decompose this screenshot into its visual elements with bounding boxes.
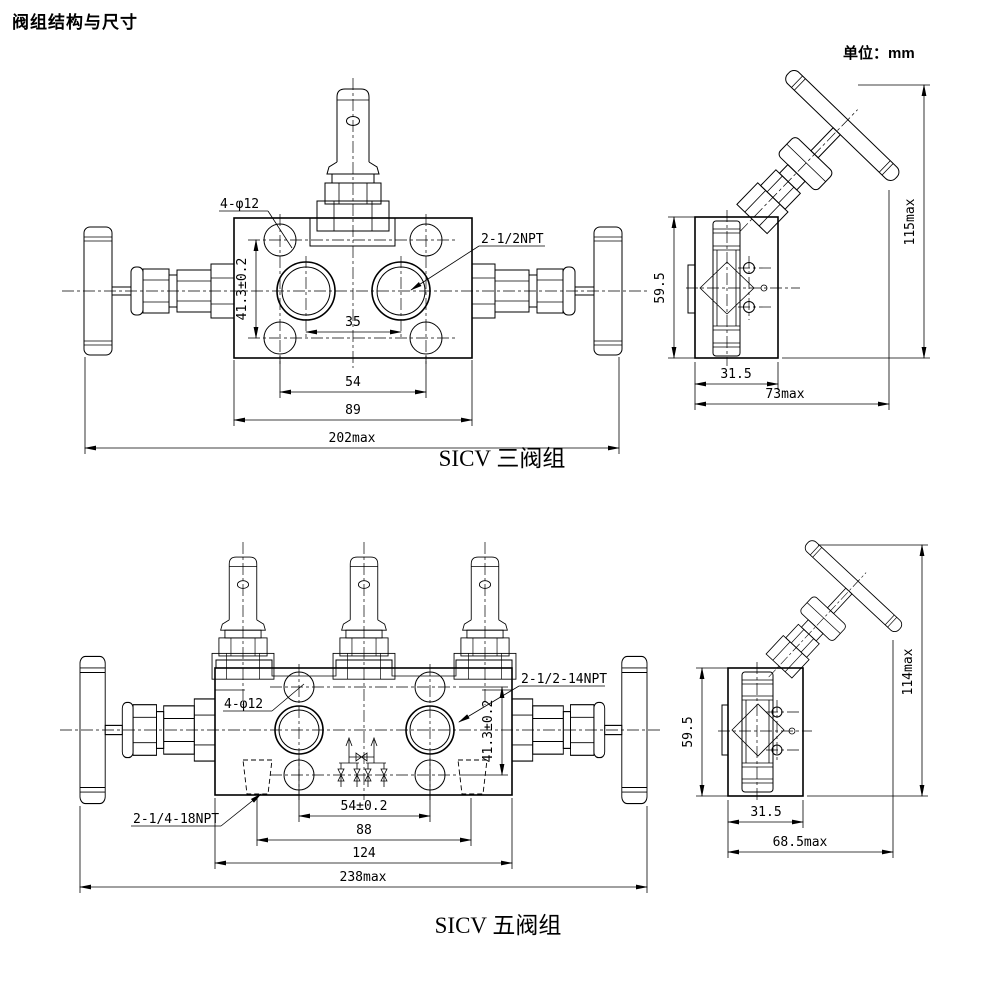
dim-body-width: 124 (352, 846, 376, 861)
dim-side-height-max: 115max (903, 198, 918, 245)
valve-pad (335, 659, 393, 669)
isolate-valve (211, 556, 275, 680)
bolt-hole (409, 321, 443, 355)
side-tab (687, 264, 696, 314)
dim-side-height-max: 114max (901, 648, 916, 695)
port-thread-label: 2-1/2NPT (481, 232, 544, 247)
dim-bottom-port-spacing: 88 (356, 823, 372, 838)
dim-bolt-spacing: 54 (345, 375, 361, 390)
three-valve-front-view: 41.3±0.2 35 54 89 202max 4-φ12 (62, 78, 648, 454)
bolt-hole-label: 4-φ12 (220, 197, 259, 212)
five-valve-manifold-drawing: 41.3±0.2 54±0.2 88 124 238max 4-φ12 (60, 529, 928, 938)
three-valve-side-view: 59.5 31.5 73max 115max (653, 57, 930, 410)
page-title: 阀组结构与尺寸 (12, 13, 138, 32)
dim-overall-width: 238max (340, 870, 387, 885)
process-port (276, 261, 336, 321)
hidden-bottom-port (242, 759, 273, 795)
port-thread-label: 2-1/2-14NPT (521, 672, 607, 687)
manifold-body-side (694, 216, 779, 359)
valve-pad (455, 659, 513, 669)
bore-tube (712, 220, 741, 357)
process-port (405, 705, 455, 755)
bottom-port-thread-label: 2-1/4-18NPT (133, 812, 219, 827)
angled-needle-valve (722, 529, 913, 721)
equalize-valve (332, 556, 396, 680)
bolt-hole (263, 321, 297, 355)
dim-side-height: 59.5 (681, 716, 696, 747)
three-valve-caption: SICV 三阀组 (439, 446, 566, 471)
five-valve-side-view: 59.5 31.5 68.5max 114max (681, 529, 928, 858)
five-valve-front-view: 41.3±0.2 54±0.2 88 124 238max 4-φ12 (60, 542, 662, 893)
flow-chamber (731, 703, 785, 757)
dim-overall-width: 202max (329, 431, 376, 446)
unit-label: 单位：mm (843, 45, 915, 62)
side-tab (721, 704, 729, 756)
valve-mount-recess (309, 218, 396, 247)
dim-side-depth-max: 73max (765, 387, 804, 402)
process-port (274, 705, 324, 755)
dim-hole-row-spacing: 41.3±0.2 (481, 700, 496, 763)
dim-side-depth: 31.5 (720, 367, 751, 382)
hidden-bottom-port (457, 759, 488, 795)
process-port (371, 261, 431, 321)
bolt-hole (263, 223, 297, 257)
bolt-hole (414, 671, 446, 703)
dim-side-height: 59.5 (653, 272, 668, 303)
three-valve-manifold-drawing: 41.3±0.2 35 54 89 202max 4-φ12 (62, 57, 930, 471)
isolate-valve (453, 556, 517, 680)
dim-hole-row-spacing: 41.3±0.2 (235, 258, 250, 321)
bolt-hole (409, 223, 443, 257)
dim-port-spacing: 54±0.2 (341, 799, 388, 814)
manifold-schematic (337, 736, 388, 787)
manifold-body-side (727, 667, 804, 797)
dim-body-width: 89 (345, 403, 361, 418)
dim-port-spacing: 35 (345, 315, 361, 330)
bolt-hole-label: 4-φ12 (224, 697, 263, 712)
flow-chamber (699, 261, 755, 315)
valve-pad (215, 659, 273, 669)
bore-tube (741, 671, 774, 793)
bolt-hole (283, 671, 315, 703)
dim-side-depth: 31.5 (750, 805, 781, 820)
five-valve-caption: SICV 五阀组 (435, 913, 562, 938)
dim-side-depth-max: 68.5max (773, 835, 828, 850)
